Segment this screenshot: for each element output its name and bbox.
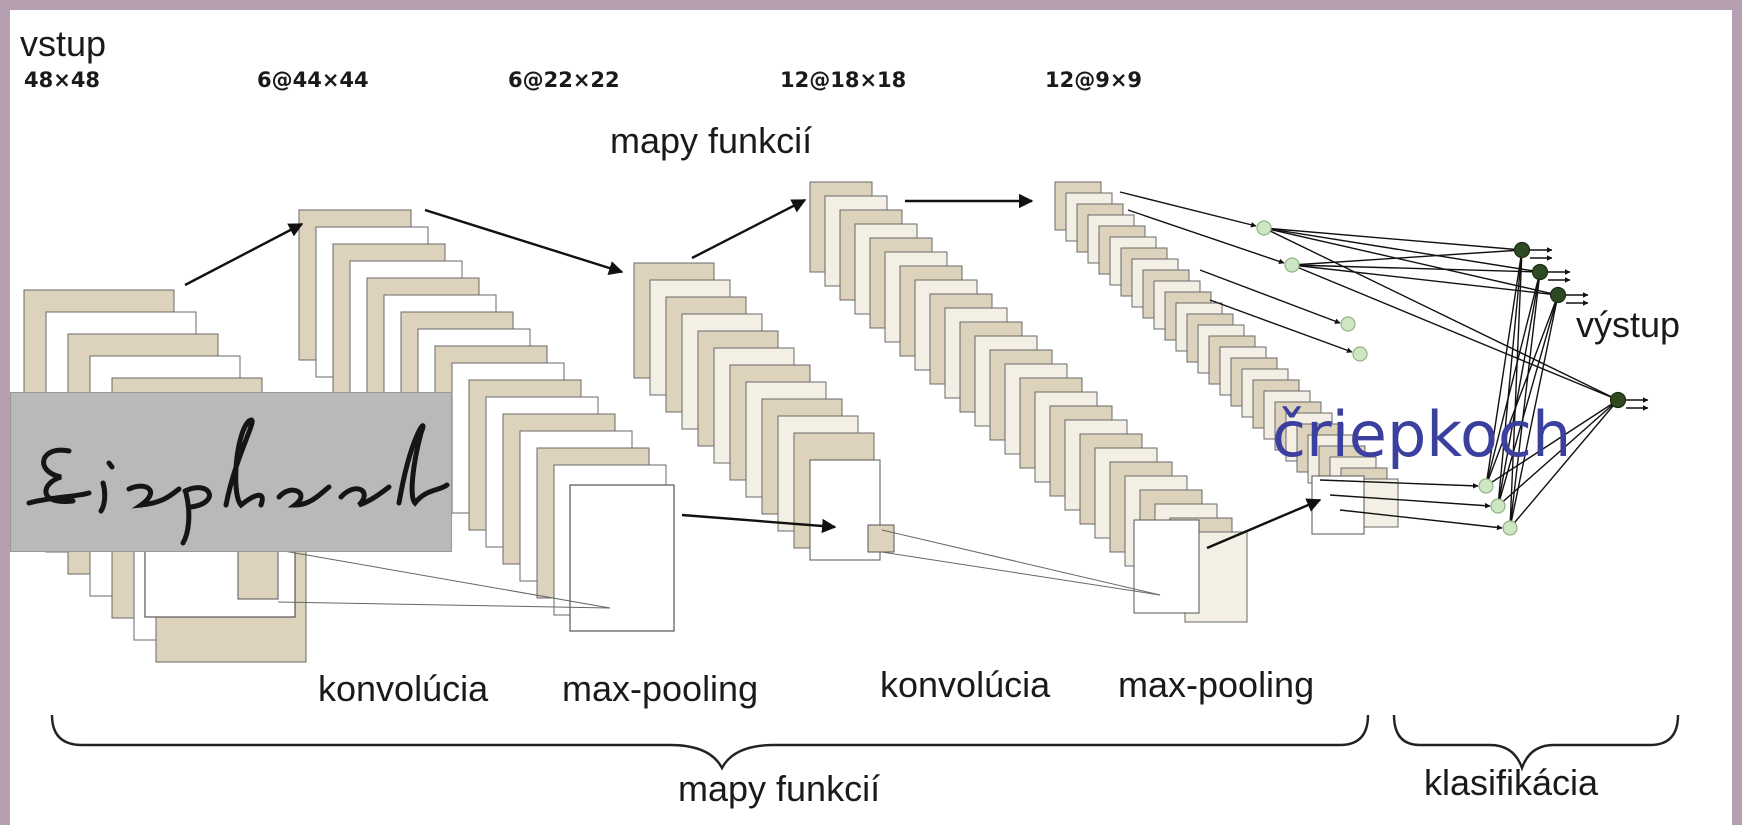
neuron	[1549, 286, 1567, 304]
connection-line	[1199, 269, 1341, 324]
feature-maps-bottom-label: mapy funkcií	[678, 768, 881, 809]
fully-connected-lines	[1119, 191, 1649, 531]
conv2-stage-label: konvolúcia	[880, 664, 1051, 705]
connection-line	[1263, 227, 1619, 401]
conv2-size-label: 12@18×18	[780, 68, 907, 92]
conv1-stage-label: konvolúcia	[318, 668, 489, 709]
connection-line	[1291, 264, 1619, 401]
receptive-field-lines	[277, 529, 1161, 609]
handwriting-icon	[26, 417, 450, 546]
pool2-size-label: 12@9×9	[1045, 68, 1143, 92]
pool1-stage-label: max-pooling	[562, 668, 759, 709]
connection-line	[1509, 294, 1559, 529]
neuron	[1284, 257, 1300, 273]
connection-line	[1509, 249, 1523, 529]
connection-line	[1497, 294, 1559, 507]
output-label: výstup	[1576, 304, 1681, 345]
pool2-maps-stack	[1054, 181, 1399, 528]
neuron	[1340, 316, 1356, 332]
pool1-maps-stack	[633, 262, 875, 549]
brace-classification	[1392, 714, 1680, 772]
neuron	[1513, 241, 1531, 259]
connection-line	[1509, 399, 1619, 529]
neuron	[1609, 391, 1627, 409]
connection-line	[1485, 271, 1541, 487]
conv1-size-label: 6@44×44	[257, 68, 369, 92]
diagram-canvas: vstup 48×48 6@44×44 6@22×22 12@18×18 12@…	[10, 10, 1732, 825]
connection-line	[1509, 271, 1541, 529]
classification-label: klasifikácia	[1424, 762, 1599, 803]
connection-line	[1119, 191, 1257, 228]
connection-line	[1319, 479, 1479, 489]
conv2-front-map	[1133, 519, 1200, 614]
connection-line	[1497, 249, 1523, 507]
pool2-stage-label: max-pooling	[1118, 664, 1315, 705]
connection-line	[1329, 494, 1491, 509]
conv1-front-map	[569, 484, 675, 632]
input-title: vstup	[20, 23, 107, 64]
connection-line	[1485, 249, 1523, 487]
connection-line	[1339, 509, 1503, 531]
connection-line	[1127, 209, 1285, 265]
input-kernel-2	[237, 544, 279, 600]
feature-maps-top-label: mapy funkcií	[610, 120, 813, 161]
connection-line	[1209, 299, 1353, 353]
neuron	[1490, 498, 1506, 514]
neuron	[1502, 520, 1518, 536]
neurons	[1256, 220, 1627, 536]
connection-line	[1263, 227, 1541, 273]
connection-line	[1291, 264, 1541, 273]
neuron	[1352, 346, 1368, 362]
connection-line	[1291, 249, 1523, 266]
connection-line	[1263, 227, 1559, 296]
handwritten-input-image	[10, 392, 452, 552]
pool1-kernel	[867, 524, 895, 553]
connection-line	[1485, 294, 1559, 487]
recognized-word: čriepkoch	[1272, 398, 1572, 471]
braces	[50, 714, 1680, 772]
pool1-size-label: 6@22×22	[508, 68, 620, 92]
connection-line	[1263, 227, 1523, 251]
neuron	[1531, 263, 1549, 281]
neuron	[1478, 478, 1494, 494]
neuron	[1256, 220, 1272, 236]
connection-line	[1497, 271, 1541, 507]
conv1-maps-stack	[298, 209, 667, 616]
connection-line	[1291, 264, 1559, 296]
input-size-label: 48×48	[24, 68, 101, 92]
flow-arrows	[184, 193, 1322, 550]
pool2-front-map	[1311, 475, 1365, 535]
brace-feature-maps	[50, 714, 1370, 771]
